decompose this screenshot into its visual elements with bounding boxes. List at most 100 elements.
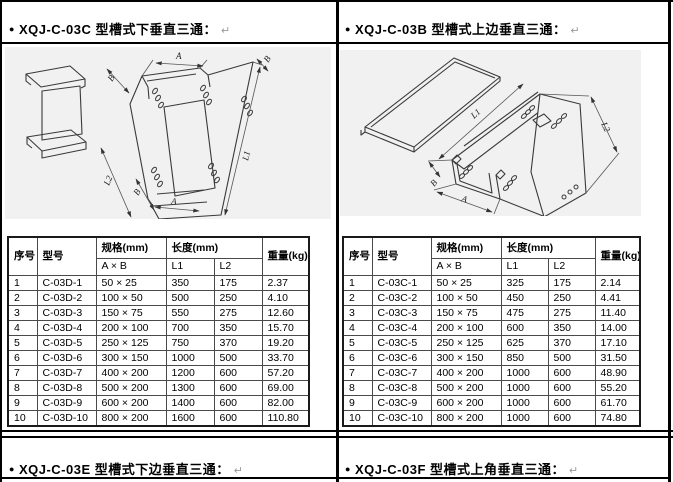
dimension-lines [427, 83, 620, 215]
table-cell: C-03D-9 [36, 394, 97, 412]
table-cell: 2.14 [594, 274, 641, 291]
table-cell: 10 [342, 410, 373, 427]
table-cell: 550 [165, 304, 215, 321]
table-cell: 300 × 150 [95, 349, 167, 366]
table-cell: 300 × 150 [430, 349, 502, 366]
technical-drawing-down-tee: A B B L1 L2 B A [5, 47, 331, 219]
table-cell: C-03D-4 [36, 319, 97, 336]
table-cell: 11.40 [594, 304, 641, 321]
col-header-spec-sub: A × B [95, 257, 167, 276]
col-header-l2: L2 [213, 257, 263, 276]
table-cell: 370 [213, 334, 263, 351]
table-cell: 1 [7, 274, 38, 291]
spec-table-03b: 序号 型号 规格(mm) 长度(mm) 重量(kg) A × B L1 L2 1… [342, 236, 642, 428]
table-cell: 100 × 50 [430, 289, 502, 306]
table-cell: 8 [342, 379, 373, 397]
table-cell: 1300 [165, 379, 215, 397]
col-header-l1: L1 [500, 257, 549, 276]
table-cell: 600 [547, 410, 596, 427]
table-cell: 200 × 100 [430, 319, 502, 336]
section-title-03e: ●XQJ-C-03E 型槽式下边垂直三通：↵ [9, 459, 243, 478]
table-cell: 350 [165, 274, 215, 291]
table-cell: 400 × 200 [95, 364, 167, 381]
bottom-left-header-separator [2, 477, 336, 479]
table-cell: 57.20 [261, 364, 310, 381]
down-tee-drawing-svg: A B B L1 L2 B A [25, 51, 273, 219]
table-cell: 100 × 50 [95, 289, 167, 306]
table-cell: C-03D-10 [36, 410, 97, 427]
bullet-icon: ● [345, 464, 351, 474]
table-cell: 500 × 200 [95, 379, 167, 397]
section-separator-upper [0, 430, 673, 432]
table-cell: 82.00 [261, 394, 310, 412]
table-cell: C-03C-8 [371, 379, 432, 397]
table-cell: 4.41 [594, 289, 641, 306]
table-cell: 625 [500, 334, 549, 351]
table-cell: 150 × 75 [95, 304, 167, 321]
spec-table-03c: 序号 型号 规格(mm) 长度(mm) 重量(kg) A × B L1 L2 1… [7, 236, 311, 428]
table-cell: 61.70 [594, 394, 641, 412]
table-cell: 2 [7, 289, 38, 306]
table-cell: C-03C-9 [371, 394, 432, 412]
section-title-03b: ●XQJ-C-03B 型槽式上边垂直三通：↵ [345, 19, 580, 38]
table-cell: 250 [547, 289, 596, 306]
table-cell: 600 [547, 364, 596, 381]
table-cell: 600 [213, 394, 263, 412]
table-cell: 1600 [165, 410, 215, 427]
col-header-length: 长度(mm) [165, 236, 263, 259]
table-cell: C-03C-3 [371, 304, 432, 321]
table-cell: 175 [547, 274, 596, 291]
table-cell: 600 [547, 394, 596, 412]
table-cell: C-03C-1 [371, 274, 432, 291]
table-cell: 750 [165, 334, 215, 351]
table-cell: 350 [547, 319, 596, 336]
table-cell: 48.90 [594, 364, 641, 381]
table-cell: 1000 [500, 410, 549, 427]
right-header-separator [339, 42, 668, 44]
table-cell: C-03C-4 [371, 319, 432, 336]
return-mark-icon: ↵ [220, 25, 231, 37]
dimension-labels: A B B L1 L2 B A [101, 51, 273, 206]
table-cell: 1000 [500, 379, 549, 397]
col-header-no: 序号 [342, 236, 373, 276]
return-mark-icon: ↵ [570, 25, 581, 37]
table-cell: 5 [7, 334, 38, 351]
table-cell: 600 [547, 379, 596, 397]
table-cell: 500 [213, 349, 263, 366]
table-cell: 200 × 100 [95, 319, 167, 336]
table-cell: 9 [342, 394, 373, 412]
bullet-icon: ● [9, 24, 15, 34]
dim-label-a-bottom: A [170, 196, 178, 206]
table-cell: 1400 [165, 394, 215, 412]
table-cell: 19.20 [261, 334, 310, 351]
table-cell: 275 [547, 304, 596, 321]
table-cell: 500 [165, 289, 215, 306]
table-cell: 1 [342, 274, 373, 291]
table-cell: 250 × 125 [95, 334, 167, 351]
return-mark-icon: ↵ [569, 465, 579, 477]
table-cell: 370 [547, 334, 596, 351]
table-cell: 700 [165, 319, 215, 336]
tee-body [129, 61, 254, 219]
table-cell: 500 × 200 [430, 379, 502, 397]
table-cell: 250 [213, 289, 263, 306]
col-header-weight: 重量(kg) [261, 236, 310, 276]
table-cell: 50 × 25 [430, 274, 502, 291]
table-cell: 7 [7, 364, 38, 381]
technical-drawing-up-tee: L1 L2 B A [340, 50, 641, 216]
section-title-text: XQJ-C-03C 型槽式下垂直三通： [18, 22, 217, 37]
